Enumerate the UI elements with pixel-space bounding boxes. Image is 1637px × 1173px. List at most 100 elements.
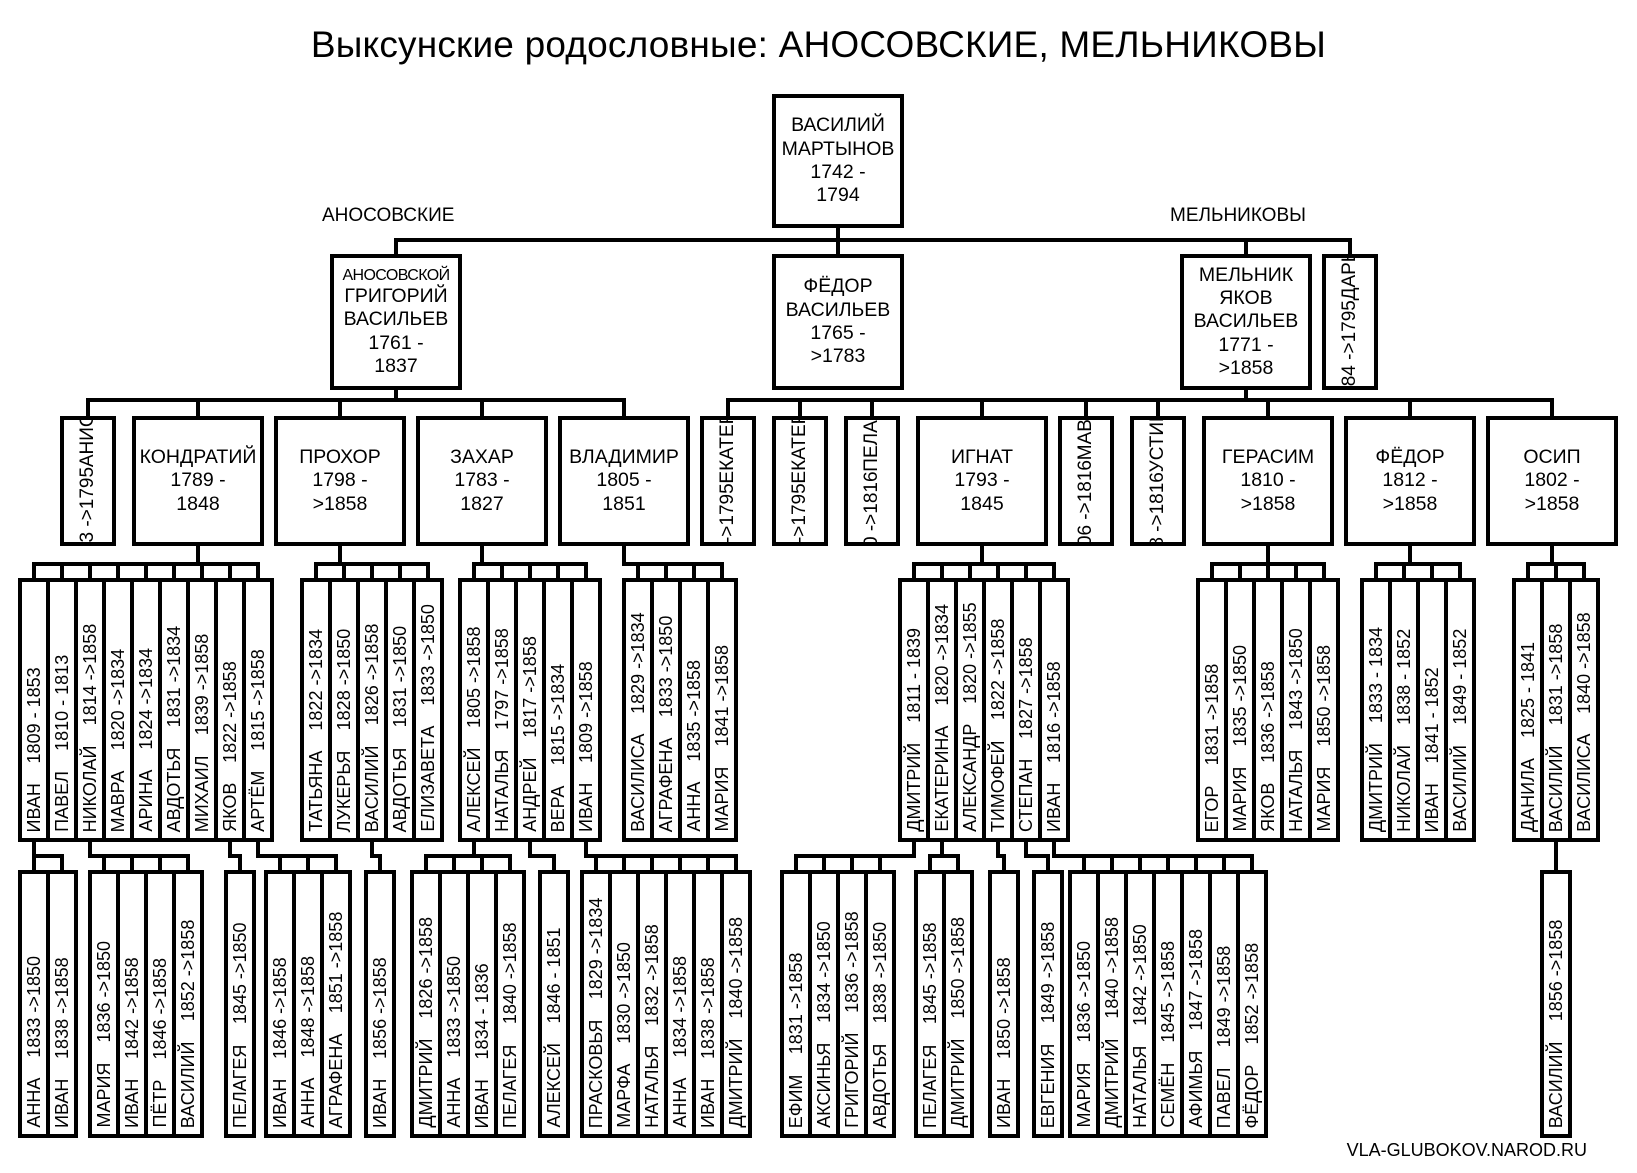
person-name: НАТАЛЬЯ [642,1045,662,1128]
gen3-person-box: ВАСИЛИСА 1840 ->1858 [1568,578,1600,842]
person-dates: 1848 ->1858 [298,956,318,1058]
person-dates: 1822 ->1858 [220,661,240,763]
person-text-line: 1742 - [810,161,866,183]
person-dates: 1822 ->1834 [306,629,326,731]
person-name: АННА [684,781,704,832]
person-label: ВАСИЛИСА 1840 ->1858 [1574,612,1594,832]
person-label: АННА 1848 ->1858 [298,956,318,1128]
person-dates: 1825 - 1841 [1518,641,1538,739]
person-dates: 1835 ->1858 [684,660,704,762]
person-text-line: 1827 [460,492,504,515]
person-dates: 1833 ->1850 [418,604,438,706]
person-name: ЕКАТЕРИНА [789,416,811,484]
person-dates: 1845 ->1858 [1158,941,1178,1043]
person-dates: 1809 - 1853 [24,666,44,763]
person-text-line: ОСИП [1523,445,1581,468]
person-name: ФЁДОР [1242,1064,1262,1128]
person-name: ТАТЬЯНА [306,751,326,832]
person-text-line: ВАСИЛЬЕВ [343,308,449,331]
person-name: ПЕЛАГЕЯ [920,1044,940,1128]
person-name: ЯКОВ [1258,782,1278,832]
person-dates: 1814 ->1858 [80,623,100,726]
person-name: ГРИГОРИЙ [842,1032,862,1128]
person-dates: 1856 ->1858 [370,957,390,1059]
person-name: МАРФА [614,1063,634,1128]
person-text-line: 1810 - [1240,469,1296,492]
person-name: АННА [298,1077,318,1128]
person-dates: 1806 ->1816 [1075,460,1097,546]
person-dates: 1827 ->1858 [1016,637,1036,739]
person-name: ДМИТРИЙ [726,1039,746,1128]
person-text-line: 1765 - [810,322,866,344]
person-name: ИВАН [472,1078,492,1128]
person-name: АННА [444,1077,464,1128]
person-name: ВАСИЛИСА [628,733,648,832]
person-name: МАВРА [108,770,128,832]
person-text-line: >1858 [1382,492,1438,515]
person-dates: 1840 ->1858 [1574,612,1594,714]
person-text-line: ЗАХАР [450,445,514,468]
person-dates: 1834 ->1850 [814,921,834,1023]
person-dates: 1839 ->1858 [192,633,212,736]
person-name: АВДОТЬЯ [164,747,184,832]
person-text-line: ВАСИЛИЙ [791,114,885,137]
person-dates: 1845 ->1858 [920,922,940,1025]
person-text-line: 1812 - [1382,469,1438,492]
person-text-line: 1793 - [954,469,1010,492]
person-name: МИХАИЛ [192,755,212,832]
person-dates: 1800 ->1816 [861,471,883,546]
person-name: ПЕЛАГЕЯ [500,1044,520,1128]
person-dates: 1805 ->1858 [464,625,484,728]
person-name: ИВАН [576,782,596,832]
person-name: ДМИТРИЙ [904,743,924,832]
person-dates: 1829 ->1834 [628,612,648,714]
person-name: ВАСИЛИСА [1574,733,1594,832]
person-text-line: 1761 - [368,331,424,354]
person-dates: 1826 ->1858 [416,917,436,1019]
person-name: ПЁТР [150,1080,170,1128]
person-name: ДАНИЛА [1518,758,1538,832]
person-name: ВАСИЛИЙ [1546,1041,1566,1128]
person-dates: 1835 ->1850 [1230,645,1250,748]
